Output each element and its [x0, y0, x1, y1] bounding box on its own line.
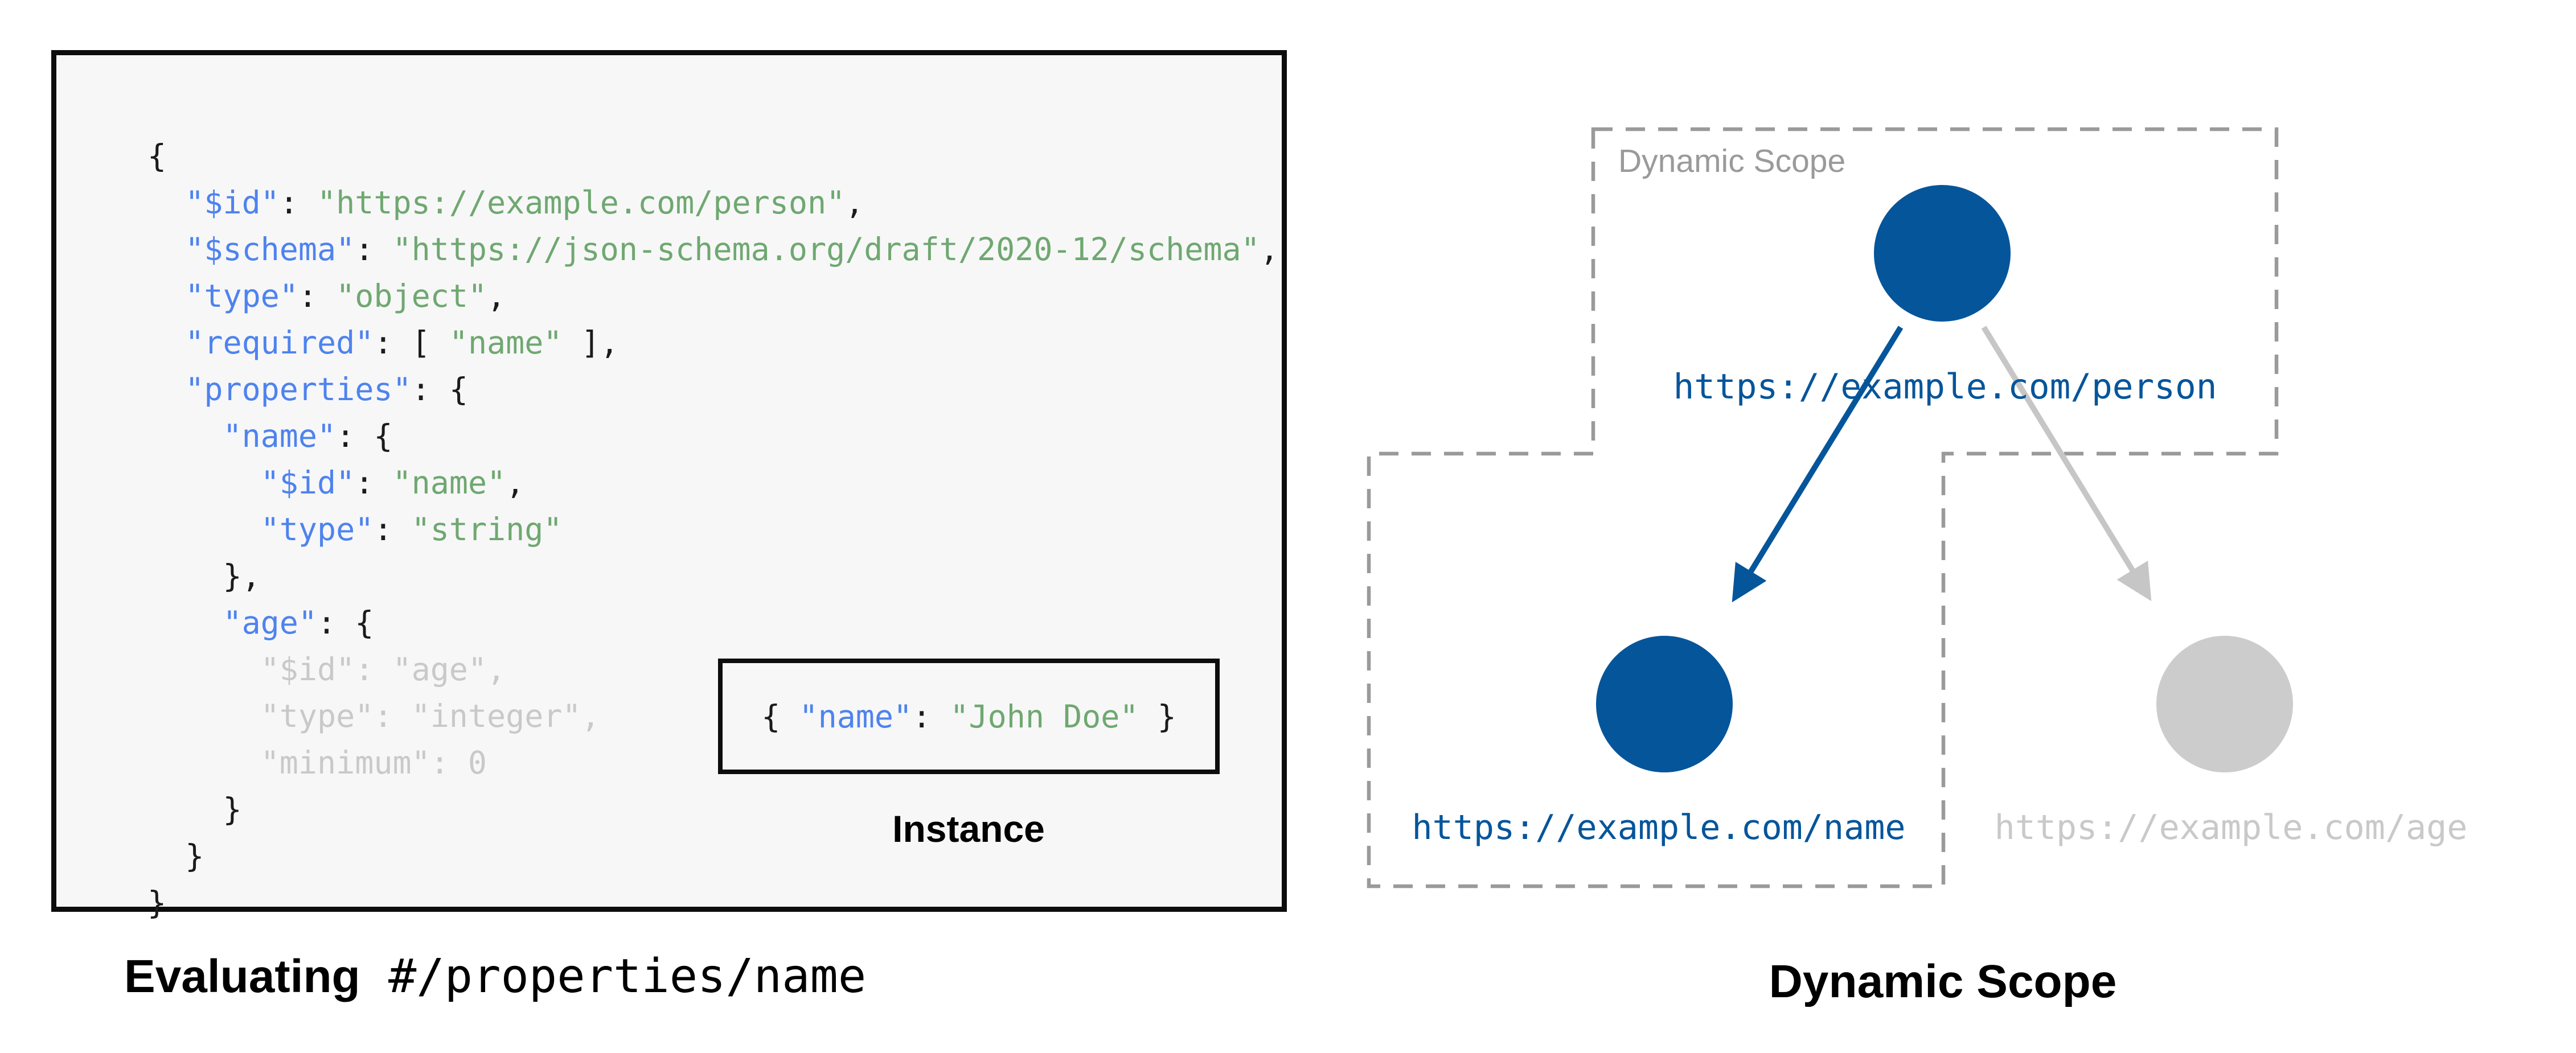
- code-line: "$schema": "https://json-schema.org/draf…: [147, 226, 1279, 273]
- code-token: "name": [799, 698, 913, 735]
- code-token: "object": [336, 278, 487, 314]
- code-token: :: [279, 184, 318, 221]
- code-token: : {: [336, 418, 393, 454]
- code-line: "type": "string": [147, 506, 1279, 553]
- code-line: }: [147, 833, 1279, 879]
- code-line: "type": "integer",: [147, 693, 1279, 739]
- code-token: }: [147, 838, 204, 874]
- node-person-label: https://example.com/person: [1673, 367, 2217, 407]
- json-schema-code: { "$id": "https://example.com/person", "…: [147, 133, 1279, 926]
- node-age-label: https://example.com/age: [1994, 808, 2468, 848]
- code-line: "$id": "https://example.com/person",: [147, 179, 1279, 226]
- node-age-circle: [2156, 636, 2293, 772]
- left-caption-evaluating: Evaluating: [124, 951, 360, 1002]
- code-line: }: [147, 786, 1279, 833]
- code-line: "$id": "age",: [147, 646, 1279, 693]
- code-line: "type": "object",: [147, 273, 1279, 319]
- code-line: "age": {: [147, 599, 1279, 646]
- schema-code-box: { "$id": "https://example.com/person", "…: [51, 50, 1287, 921]
- code-token: },: [147, 558, 261, 594]
- right-caption: Dynamic Scope: [1769, 956, 2117, 1007]
- code-line: "properties": {: [147, 366, 1279, 413]
- code-token: :: [298, 278, 337, 314]
- arrow-person-to-age: [1981, 326, 2152, 602]
- code-token: "name": [392, 464, 506, 501]
- code-token: "age": [223, 604, 318, 641]
- code-token: "type": "integer",: [147, 698, 600, 734]
- node-name-label: https://example.com/name: [1412, 808, 1906, 848]
- code-token: "name": [223, 418, 337, 454]
- code-token: ,: [845, 184, 864, 221]
- instance-label: Instance: [892, 808, 1045, 850]
- arrow-person-to-name: [1732, 326, 1904, 603]
- dynamic-scope-region-label: Dynamic Scope: [1618, 143, 1846, 179]
- code-line: "required": [ "name" ],: [147, 319, 1279, 366]
- code-token: ,: [1260, 231, 1279, 268]
- code-token: : {: [317, 604, 374, 641]
- code-token: "type": [260, 511, 374, 548]
- code-line: }: [147, 879, 1279, 926]
- code-token: "type": [185, 278, 298, 314]
- code-token: "$schema": [185, 231, 355, 268]
- code-line: "minimum": 0: [147, 739, 1279, 786]
- code-token: "John Doe": [950, 698, 1139, 735]
- code-line: "$id": "name",: [147, 459, 1279, 506]
- code-token: "https://example.com/person": [317, 184, 846, 221]
- code-token: "minimum": 0: [147, 744, 487, 781]
- code-token: : [: [374, 324, 449, 361]
- code-token: "required": [185, 324, 374, 361]
- code-token: "$id": "age",: [147, 651, 506, 688]
- code-token: "string": [411, 511, 563, 548]
- instance-json: { "name": "John Doe" }: [761, 698, 1176, 735]
- code-token: :: [374, 511, 412, 548]
- code-token: ,: [487, 278, 506, 314]
- node-name-circle: [1596, 636, 1733, 772]
- code-token: :: [912, 698, 950, 735]
- code-token: "$id": [260, 464, 355, 501]
- code-token: }: [147, 791, 242, 828]
- node-person-circle: [1874, 185, 2011, 322]
- code-token: ,: [506, 464, 525, 501]
- code-token: "https://json-schema.org/draft/2020-12/s…: [392, 231, 1260, 268]
- code-line: "name": {: [147, 413, 1279, 459]
- code-line: {: [147, 133, 1279, 179]
- code-token: {: [761, 698, 799, 735]
- code-token: :: [355, 231, 393, 268]
- code-token: }: [147, 885, 167, 921]
- code-token: :: [355, 464, 393, 501]
- code-token: }: [1138, 698, 1176, 735]
- code-token: "properties": [185, 371, 412, 408]
- code-token: "name": [449, 324, 563, 361]
- code-token: "$id": [185, 184, 280, 221]
- left-caption-json-pointer: #/properties/name: [360, 949, 867, 1003]
- dynamic-scope-dashed-region: [1367, 127, 2279, 889]
- code-line: },: [147, 553, 1279, 599]
- code-token: {: [147, 138, 167, 174]
- left-caption: Evaluating #/properties/name: [124, 949, 1263, 1003]
- instance-box: { "name": "John Doe" }: [718, 659, 1220, 774]
- code-token: ],: [562, 324, 619, 361]
- code-token: : {: [411, 371, 468, 408]
